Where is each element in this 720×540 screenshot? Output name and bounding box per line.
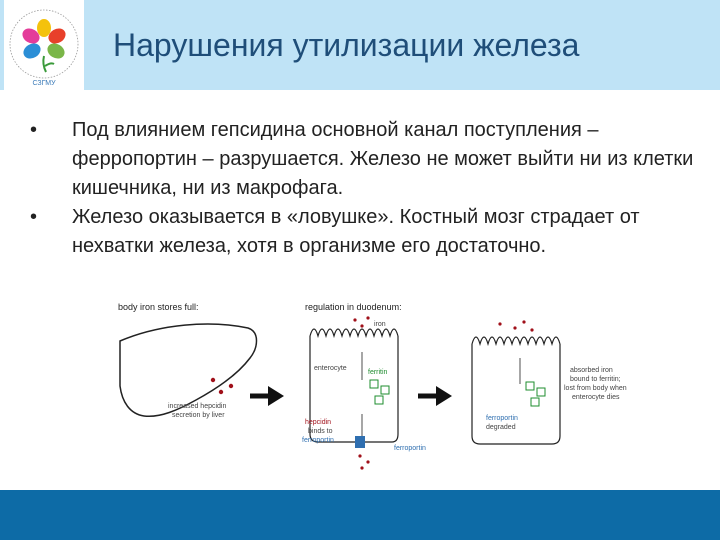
- absorbed-label: enterocyte dies: [572, 394, 620, 401]
- degraded-label: degraded: [486, 424, 516, 431]
- iron-dot: [513, 326, 517, 330]
- iron-dot: [366, 460, 370, 464]
- liver-label: secretion by liver: [172, 412, 225, 419]
- liver-shape: [119, 323, 258, 418]
- iron-dot: [360, 466, 364, 470]
- ferritin-box: [369, 379, 379, 389]
- ferritin-box: [380, 385, 390, 395]
- bullet-item: • Железо оказывается в «ловушке». Костны…: [30, 203, 700, 261]
- ferritin-label: ferritin: [368, 369, 388, 376]
- iron-dot: [530, 328, 534, 332]
- logo: СЗГМУ: [4, 0, 84, 92]
- hepcidin-dot: [228, 383, 234, 389]
- ferroportin-channel: [355, 436, 365, 448]
- ferritin-box: [374, 395, 384, 405]
- ferroportin-label-right: ferroportin: [394, 445, 426, 452]
- iron-dot: [353, 318, 357, 322]
- absorbed-label: bound to ferritin;: [570, 376, 621, 383]
- bullet-text: Железо оказывается в «ловушке». Костный …: [72, 206, 640, 257]
- ferritin-box: [530, 397, 540, 407]
- absorbed-label: absorbed iron: [570, 367, 613, 374]
- liver-label: increased hepcidin: [168, 403, 226, 410]
- bullet-list: • Под влиянием гепсидина основной канал …: [30, 116, 700, 261]
- hepcidin-dot: [218, 389, 224, 395]
- iron-label: iron: [374, 321, 386, 328]
- bullet-marker: •: [30, 119, 38, 141]
- arrow-right-icon-head: [436, 386, 452, 406]
- bullet-text: Под влиянием гепсидина основной канал по…: [72, 119, 694, 199]
- title-bar: [0, 0, 720, 90]
- binds-to-label: binds to: [308, 428, 333, 435]
- iron-regulation-figure: body iron stores full: regulation in duo…: [118, 302, 627, 470]
- label-regulation-duodenum: regulation in duodenum:: [305, 302, 402, 312]
- enterocyte-label: enterocyte: [314, 365, 347, 372]
- ferroportin-degraded-label: ferroportin: [486, 415, 518, 422]
- ferritin-box: [536, 387, 546, 397]
- iron-dot: [498, 322, 502, 326]
- ferroportin-label: ferroportin: [302, 437, 334, 444]
- bullet-item: • Под влиянием гепсидина основной канал …: [30, 116, 700, 203]
- arrow-right-icon-head: [268, 386, 284, 406]
- hepcidin-label: hepcidin: [305, 419, 331, 426]
- absorbed-label: lost from body when: [564, 385, 627, 392]
- hepcidin-dot: [210, 377, 216, 383]
- iron-dot: [522, 320, 526, 324]
- flower-logo-icon: СЗГМУ: [9, 9, 79, 87]
- enterocyte-cell-2: [471, 336, 561, 445]
- iron-dot: [366, 316, 370, 320]
- ferritin-box: [525, 381, 535, 391]
- logo-text: СЗГМУ: [32, 80, 56, 87]
- label-body-iron-stores: body iron stores full:: [118, 302, 199, 312]
- bullet-marker: •: [30, 206, 38, 228]
- iron-dot: [360, 324, 364, 328]
- page-title: Нарушения утилизации железа: [113, 27, 580, 63]
- iron-dot: [358, 454, 362, 458]
- bottom-bar: [0, 490, 720, 540]
